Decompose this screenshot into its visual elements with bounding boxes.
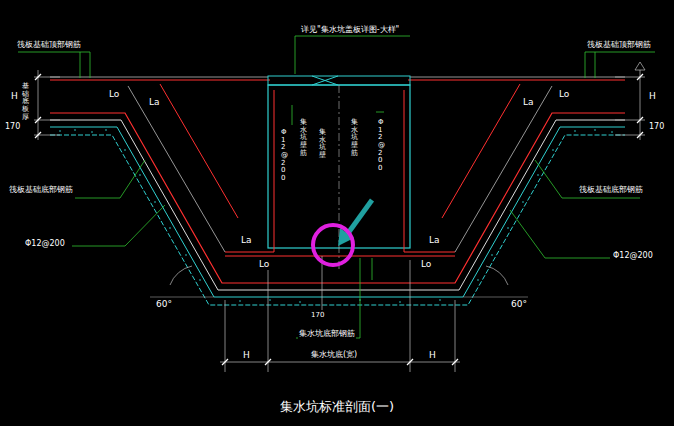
- vertical-note: 基础底板厚: [22, 82, 29, 122]
- drawing-label: 170: [310, 312, 325, 320]
- drawing-label: 60°: [155, 300, 173, 310]
- drawing-label: 筏板基础顶部钢筋: [586, 41, 652, 50]
- vertical-note: Φ12@200: [378, 118, 385, 174]
- vertical-note: 集水坑壁筋: [351, 118, 358, 158]
- drawing-label: 170: [4, 123, 21, 132]
- drawing-label: 集水坑底(宽): [310, 351, 358, 360]
- drawing-label: La: [240, 236, 253, 246]
- drawing-label: 详见"集水坑盖板详图-大样": [300, 26, 400, 35]
- drawing-caption: 集水坑标准剖面(一): [279, 400, 395, 414]
- drawing-label: La: [428, 236, 441, 246]
- drawing-label: 集水坑底部钢筋: [298, 330, 356, 339]
- drawing-label: Lo: [420, 260, 432, 270]
- vertical-note: Φ12@200: [281, 128, 288, 184]
- drawing-label: Lo: [258, 260, 270, 270]
- drawing-label: 筏板基础底部钢筋: [8, 186, 74, 195]
- drawing-label: 170: [648, 123, 665, 132]
- drawing-label: Φ12@200: [24, 240, 66, 249]
- vertical-note: 集水坑壁: [319, 128, 326, 161]
- drawing-label: H: [648, 92, 657, 102]
- drawing-label: 筏板基础底部钢筋: [578, 186, 644, 195]
- drawing-label: Lo: [558, 90, 570, 100]
- drawing-label: La: [148, 98, 161, 108]
- drawing-label: H: [428, 351, 437, 361]
- drawing-label: Φ12@200: [612, 252, 654, 261]
- drawing-label: 60°: [510, 300, 528, 310]
- vertical-note: 集水坑壁筋: [300, 118, 307, 158]
- drawing-label: Lo: [108, 90, 120, 100]
- drawing-label: La: [522, 98, 535, 108]
- drawing-label: H: [242, 351, 251, 361]
- drawing-label: H: [10, 92, 19, 102]
- drawing-label: 筏板基础顶部钢筋: [16, 41, 82, 50]
